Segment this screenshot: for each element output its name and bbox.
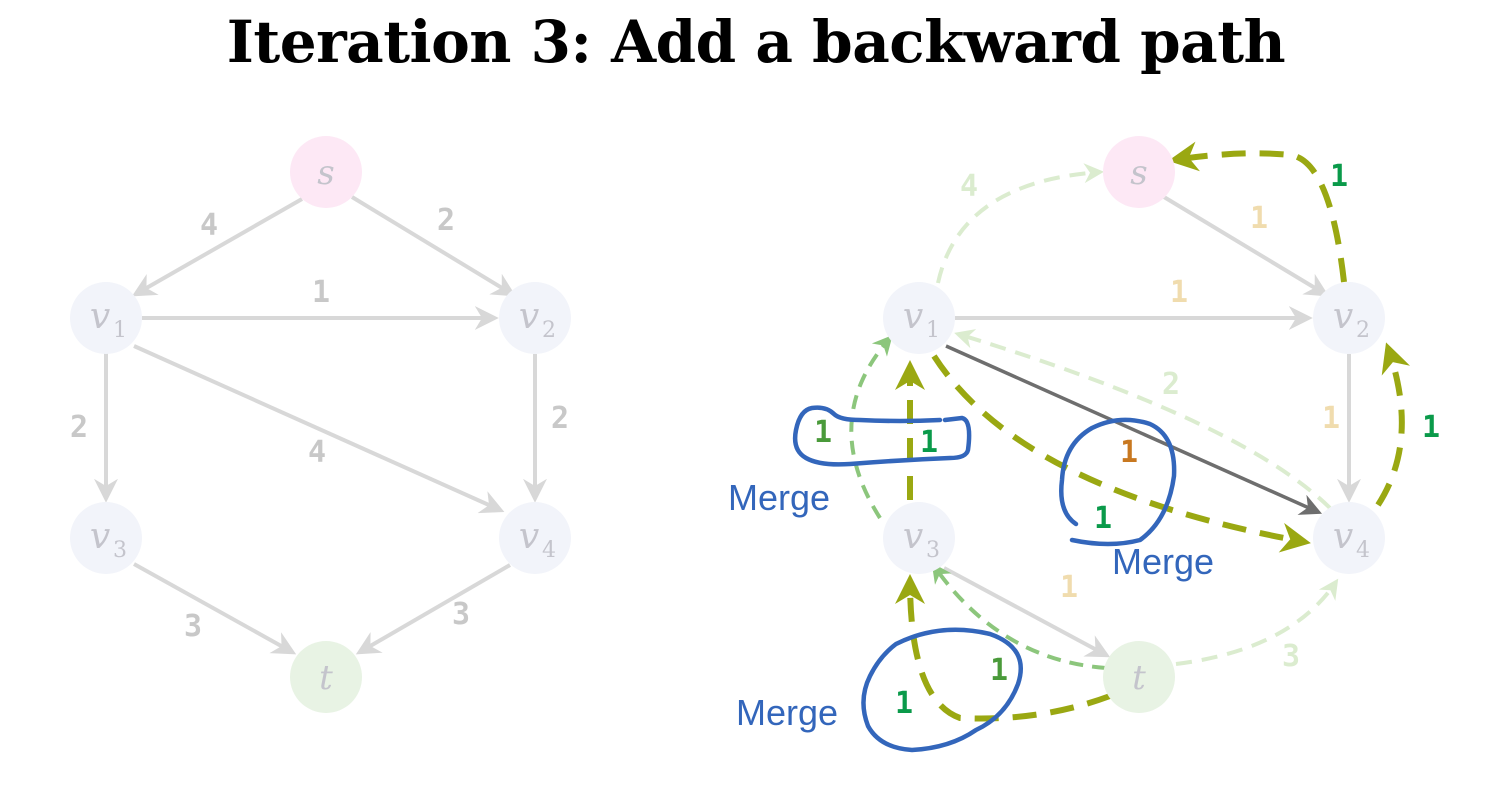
path-label-v4-v2: 1 (1422, 410, 1440, 445)
path-v1-v4 (931, 354, 1311, 553)
right-node-v4: v 4 (1313, 502, 1385, 574)
left-edge-v1-v4 (133, 344, 505, 514)
left-weight-v4-t: 3 (452, 597, 470, 632)
path-label-v3-v1: 1 (920, 425, 938, 460)
left-edge-v4-t (355, 563, 512, 655)
svg-text:2: 2 (542, 318, 556, 343)
right-node-v1: v 1 (883, 282, 955, 354)
left-weight-s-v1: 4 (200, 208, 218, 243)
path-label-v1-v4: 1 (1094, 501, 1112, 536)
right-backward-t-v4 (1175, 578, 1339, 666)
left-node-v2: v 2 (499, 282, 571, 354)
svg-text:v: v (519, 516, 539, 557)
right-edge-v1-v4 (945, 344, 1323, 515)
right-edge-s-v2 (1162, 195, 1330, 297)
svg-text:1: 1 (113, 318, 127, 343)
merge-loop-middle (1059, 417, 1177, 547)
backward-label-t-v3: 1 (990, 653, 1008, 688)
backward-label-v1-s: 4 (960, 169, 978, 204)
svg-text:v: v (1333, 296, 1353, 337)
left-weight-v3-t: 3 (184, 609, 202, 644)
left-weight-v1-v4: 4 (308, 435, 326, 470)
right-backward-v4-v1 (954, 329, 1332, 510)
page-title: Iteration 3: Add a backward path (226, 8, 1286, 76)
backward-label-t-v4: 3 (1282, 639, 1300, 674)
svg-text:v: v (90, 516, 110, 557)
path-label-v2-s: 1 (1330, 159, 1348, 194)
left-weight-v1-v3: 2 (70, 410, 88, 445)
svg-text:2: 2 (1356, 318, 1370, 343)
svg-text:s: s (1130, 153, 1147, 193)
svg-text:v: v (903, 516, 923, 557)
right-edge-v3-t (943, 566, 1111, 658)
right-node-v2: v 2 (1313, 282, 1385, 354)
right-node-v3: v 3 (883, 502, 955, 574)
backward-label-v3-v1: 1 (814, 415, 832, 450)
path-t-v3 (895, 574, 1112, 722)
left-weight-v1-v2: 1 (312, 275, 330, 310)
left-weight-v2-v4: 2 (551, 401, 569, 436)
residual-label-s-v2: 1 (1250, 201, 1268, 236)
merge-label-upper: Merge (728, 477, 830, 518)
svg-text:t: t (1132, 658, 1146, 698)
left-node-v4: v 4 (499, 502, 571, 574)
svg-text:v: v (90, 296, 110, 337)
left-node-t: t (290, 641, 362, 713)
left-node-v1: v 1 (70, 282, 142, 354)
right-node-t: t (1103, 641, 1175, 713)
right-backward-v3-v1 (849, 334, 893, 520)
left-weight-s-v2: 2 (437, 203, 455, 238)
svg-text:3: 3 (113, 538, 127, 563)
path-label-t-v3: 1 (895, 686, 913, 721)
merge-label-bottom: Merge (736, 692, 838, 733)
left-node-s: s (290, 136, 362, 208)
left-edge-s-v1 (131, 197, 303, 297)
svg-text:t: t (319, 658, 333, 698)
left-edge-v3-t (133, 562, 297, 655)
merge-loop-upper-left (792, 405, 972, 467)
svg-text:v: v (1333, 516, 1353, 557)
right-backward-t-v3 (931, 562, 1107, 670)
right-node-s: s (1103, 136, 1175, 208)
svg-text:v: v (519, 296, 539, 337)
residual-label-v1-v2: 1 (1170, 275, 1188, 310)
residual-label-v3-t: 1 (1060, 570, 1078, 605)
svg-text:1: 1 (926, 318, 940, 343)
path-v4-v2 (1375, 342, 1411, 507)
left-graph: 4 2 1 2 4 2 3 3 s v 1 v 2 v 3 v (70, 136, 571, 713)
svg-text:4: 4 (1356, 538, 1370, 563)
backward-label-v4-v1: 2 (1162, 367, 1180, 402)
right-graph: s v 1 v 2 v 3 v 4 t 1 1 1 1 1 (728, 136, 1440, 753)
svg-text:3: 3 (926, 538, 940, 563)
merge-loop-bottom (861, 627, 1024, 753)
residual-label-v2-v4: 1 (1322, 401, 1340, 436)
merge-label-middle: Merge (1112, 541, 1214, 582)
left-edge-s-v2 (350, 195, 517, 297)
residual-label-v1-v4: 1 (1120, 435, 1138, 470)
svg-text:v: v (903, 296, 923, 337)
left-node-v3: v 3 (70, 502, 142, 574)
svg-text:4: 4 (542, 538, 556, 563)
path-v2-s (1168, 141, 1347, 283)
svg-text:s: s (317, 153, 334, 193)
